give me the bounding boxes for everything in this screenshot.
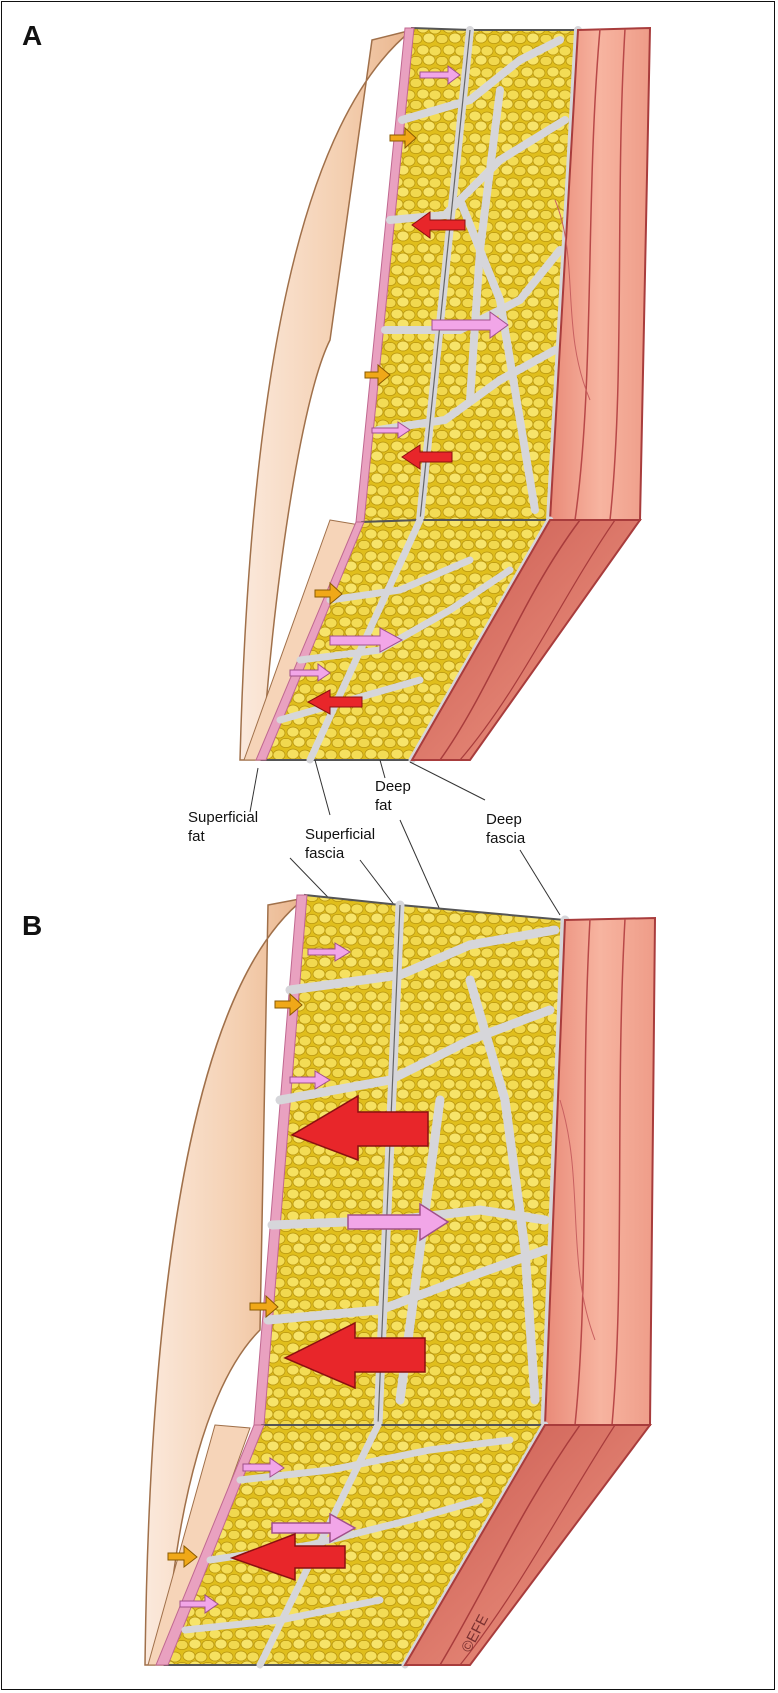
panel-b-illustration [144, 893, 657, 1669]
red-arrow-icon [229, 1532, 346, 1582]
pink-arrow-icon [307, 942, 351, 962]
red-arrow-icon [411, 211, 466, 239]
panel-label-b: B [22, 910, 43, 941]
pink-arrow-icon [242, 1457, 285, 1478]
label-superficial-fascia: Superficial fascia [305, 826, 376, 862]
label-deep-fat: Deep fat [375, 778, 411, 814]
label-deep-fascia: Deep fascia [486, 811, 526, 847]
pink-arrow-icon [329, 627, 404, 653]
orange-arrow-icon [274, 992, 303, 1017]
orange-arrow-icon [249, 1294, 279, 1319]
pink-arrow-icon [347, 1202, 450, 1242]
orange-arrow-icon [364, 363, 391, 387]
orange-arrow-icon [167, 1544, 198, 1569]
pink-arrow-icon [371, 421, 411, 439]
pink-arrow-icon [289, 1070, 331, 1090]
orange-arrow-icon [389, 126, 417, 150]
panel-b-arrows [167, 942, 450, 1614]
panel-label-a: A [22, 20, 43, 51]
panel-a-illustration [239, 26, 652, 764]
pink-arrow-icon [419, 65, 461, 85]
red-arrow-icon [290, 1094, 429, 1162]
red-arrow-icon [283, 1321, 426, 1390]
pink-arrow-icon [289, 663, 331, 682]
pink-arrow-icon [271, 1512, 357, 1544]
red-arrow-icon [401, 444, 453, 470]
label-superficial-fat: Superficial fat [188, 809, 259, 845]
red-arrow-icon [306, 689, 363, 715]
pink-arrow-icon [431, 311, 509, 339]
orange-arrow-icon [314, 581, 343, 606]
panel-a-arrows [289, 65, 509, 715]
pink-arrow-icon [179, 1594, 219, 1614]
